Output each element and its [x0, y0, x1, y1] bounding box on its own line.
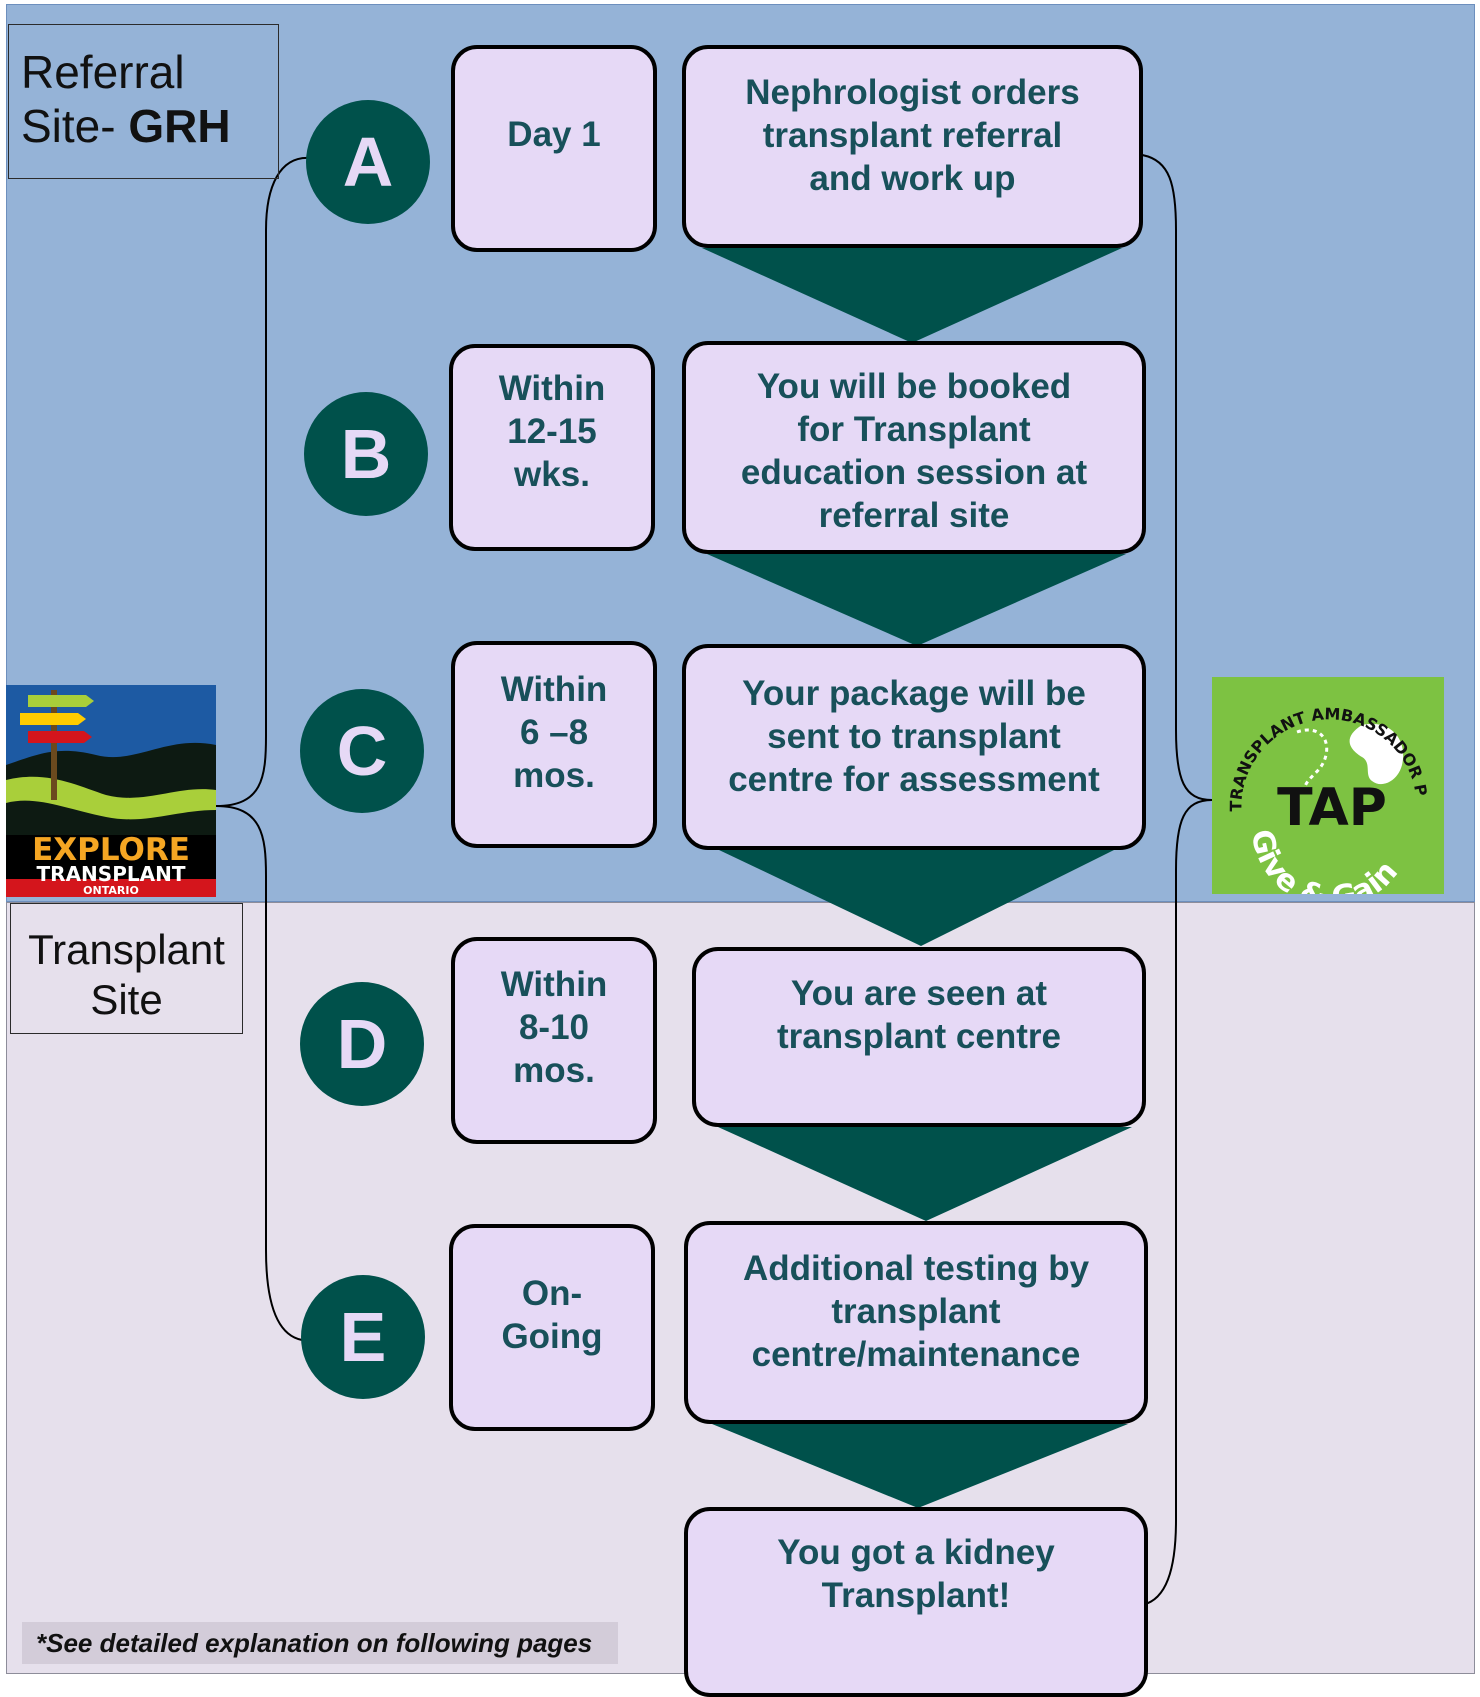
step-e-description-box: Additional testing by transplant centre/…: [684, 1221, 1148, 1424]
step-a-description-box: Nephrologist orders transplant referral …: [682, 45, 1143, 248]
step-e-timeframe-text: On- Going: [501, 1274, 603, 1356]
step-d-timeframe-text: Within 8-10 mos.: [500, 965, 608, 1090]
step-b-timeframe-text: Within 12-15 wks.: [498, 369, 606, 494]
referral-site-label: Referral Site- GRH: [8, 24, 279, 179]
footnote: *See detailed explanation on following p…: [22, 1622, 618, 1664]
step-b-description-text: You will be booked for Transplant educat…: [740, 367, 1088, 535]
step-a-description-text: Nephrologist orders transplant referral …: [745, 73, 1080, 198]
step-a-timeframe-text: Day 1: [507, 115, 601, 154]
step-a-circle: A: [306, 100, 430, 224]
step-e-timeframe-box: On- Going: [449, 1224, 655, 1431]
step-b-timeframe-box: Within 12-15 wks.: [449, 344, 655, 551]
explore-transplant-logo-graphic: EXPLORE TRANSPLANT ONTARIO: [6, 685, 216, 897]
explore-logo-line2: TRANSPLANT: [37, 862, 186, 886]
tap-program-logo: TRANSPLANT AMBASSADOR PROGRAM TAP Give &…: [1204, 662, 1444, 916]
step-d-circle: D: [300, 982, 424, 1106]
step-b-description-box: You will be booked for Transplant educat…: [682, 341, 1146, 554]
step-c-description-box: Your package will be sent to transplant …: [682, 644, 1146, 850]
left-bracket-lower: [215, 805, 303, 1341]
step-e-description-text: Additional testing by transplant centre/…: [742, 1249, 1090, 1374]
step-c-circle: C: [300, 689, 424, 813]
final-outcome-box: You got a kidney Transplant!: [684, 1507, 1148, 1697]
arrow-d-to-e: [718, 1127, 1132, 1221]
step-d-description-box: You are seen at transplant centre: [692, 947, 1146, 1127]
explore-transplant-logo: EXPLORE TRANSPLANT ONTARIO: [6, 685, 216, 897]
step-c-description-text: Your package will be sent to transplant …: [728, 674, 1100, 799]
right-bracket-upper: [1141, 154, 1213, 801]
step-b-circle: B: [304, 392, 428, 516]
tap-name-text: TAP: [1277, 778, 1387, 838]
step-a-timeframe-box: Day 1: [451, 45, 657, 252]
step-c-timeframe-box: Within 6 –8 mos.: [451, 641, 657, 848]
left-bracket-upper: [215, 156, 311, 807]
arrow-b-to-c: [707, 554, 1126, 646]
step-e-circle: E: [301, 1275, 425, 1399]
transplant-site-label: Transplant Site: [10, 903, 243, 1034]
explore-logo-line3: ONTARIO: [83, 884, 139, 897]
explore-logo-line1: EXPLORE: [32, 832, 190, 868]
arrow-a-to-b: [702, 248, 1122, 343]
right-bracket-lower: [1141, 799, 1213, 1606]
step-d-description-text: You are seen at transplant centre: [777, 974, 1061, 1056]
referral-site-label-prefix: Referral Site-: [21, 46, 185, 152]
arrow-e-to-final: [712, 1424, 1128, 1508]
tap-program-logo-graphic: TRANSPLANT AMBASSADOR PROGRAM TAP Give &…: [1204, 662, 1444, 916]
final-outcome-text: You got a kidney Transplant!: [777, 1533, 1055, 1615]
referral-site-label-bold: GRH: [128, 100, 231, 152]
arrow-c-to-d: [719, 850, 1114, 946]
step-c-timeframe-text: Within 6 –8 mos.: [500, 670, 608, 795]
step-d-timeframe-box: Within 8-10 mos.: [451, 937, 657, 1144]
